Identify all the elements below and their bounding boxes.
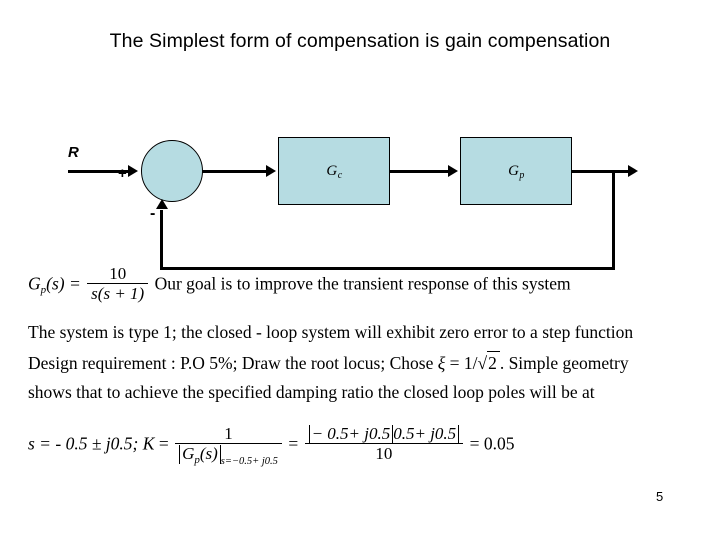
arrow-into-sum-feedback	[156, 199, 168, 209]
summing-junction	[141, 140, 203, 202]
block-gp-label: Gp	[508, 162, 525, 181]
gain-result-value: 0.05	[483, 433, 515, 454]
sqrt-group: √2	[477, 351, 500, 374]
sum-negative-sign: -	[150, 205, 156, 222]
wire-sum-to-gc	[202, 170, 268, 173]
gain-middle-equals: =	[288, 433, 299, 454]
wire-input	[68, 170, 134, 173]
equation-line-3: Design requirement : P.O 5%; Draw the ro…	[28, 351, 629, 374]
gp-fraction: 10 s(s + 1)	[87, 264, 149, 304]
gain-eval-point: s=−0.5+ j0.5	[220, 456, 278, 468]
sqrt-radicand: 2	[487, 351, 500, 374]
wire-feedback-back	[160, 267, 615, 270]
pole-location: s = - 0.5 ± j0.5;	[28, 433, 139, 454]
gain-denominator-2: 10	[375, 444, 393, 464]
gain-result-equals: =	[469, 433, 480, 454]
block-gc-label: Gc	[326, 162, 343, 181]
sum-positive-sign: +	[118, 165, 127, 182]
type-one-text: The system is type 1; the closed - loop …	[28, 322, 634, 342]
geometry-text: . Simple geometry	[499, 353, 629, 373]
wire-feedback-down	[612, 170, 615, 270]
gain-numerator-1: 1	[175, 424, 282, 445]
gp-base: G	[28, 273, 41, 294]
arrow-into-gp	[448, 165, 458, 177]
closed-loop-poles-text: shows that to achieve the specified damp…	[28, 382, 595, 402]
goal-text: Our goal is to improve the transient res…	[154, 273, 571, 294]
gain-fraction-1: 1 Gp(s)s=−0.5+ j0.5	[175, 424, 282, 467]
arrow-into-gc	[266, 165, 276, 177]
wire-output	[572, 170, 634, 173]
equation-line-1: Gp(s) = 10 s(s + 1) Our goal is to impro…	[28, 264, 571, 305]
page-title: The Simplest form of compensation is gai…	[109, 30, 611, 52]
equation-line-4: shows that to achieve the specified damp…	[28, 382, 595, 403]
wire-feedback-up	[160, 210, 163, 268]
wire-gc-to-gp	[390, 170, 452, 173]
gain-denominator-1: Gp(s)s=−0.5+ j0.5	[175, 444, 282, 467]
page-number: 5	[656, 489, 664, 504]
equation-line-5: s = - 0.5 ± j0.5; K = 1 Gp(s)s=−0.5+ j0.…	[28, 424, 515, 467]
design-requirement-text: Design requirement : P.O 5%; Draw the ro…	[28, 353, 434, 373]
equation-line-2: The system is type 1; the closed - loop …	[28, 322, 633, 343]
damping-symbol: ξ	[437, 353, 446, 373]
input-signal-label: R	[68, 144, 79, 161]
damping-equals: = 1/	[449, 353, 478, 373]
gp-sub: p	[40, 284, 47, 297]
gain-symbol: K	[142, 433, 155, 454]
block-diagram: R + - Gc Gp	[0, 60, 720, 270]
gain-equals: =	[158, 433, 169, 454]
gp-numerator: 10	[87, 264, 149, 285]
arrow-output	[628, 165, 638, 177]
arrow-into-sum	[128, 165, 138, 177]
gp-arg: (s) =	[46, 273, 81, 294]
block-gc: Gc	[278, 137, 390, 205]
gp-denominator: s(s + 1)	[91, 284, 145, 304]
block-gp: Gp	[460, 137, 572, 205]
